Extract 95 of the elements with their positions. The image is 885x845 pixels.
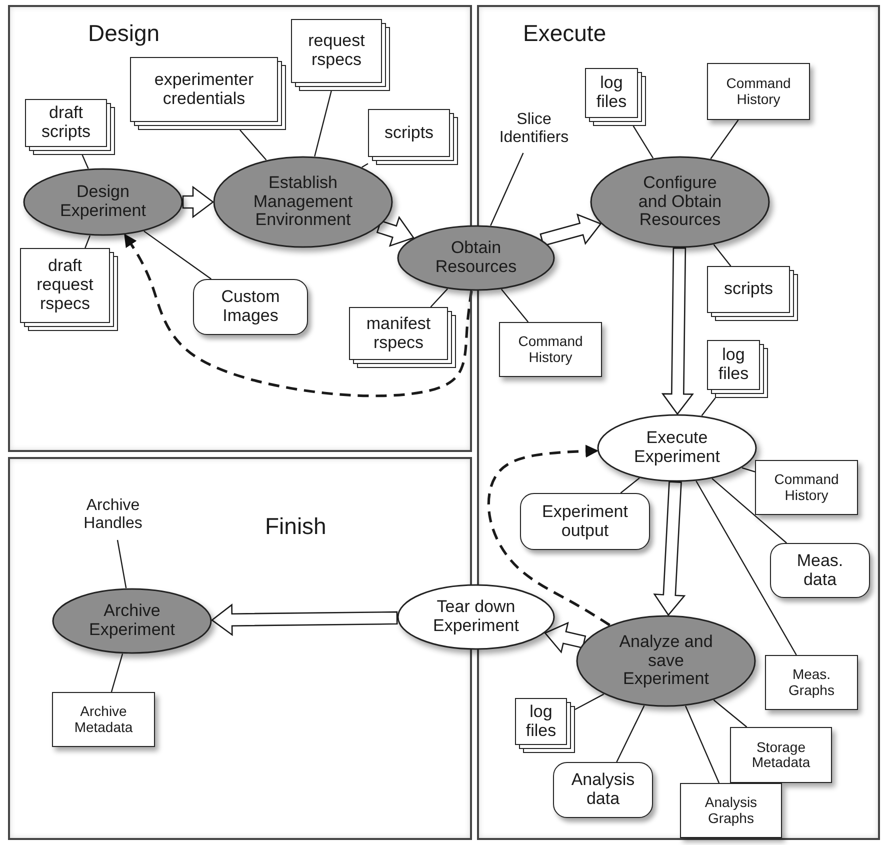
process-ellipse: [597, 414, 757, 482]
annotation-label: Archive Handles: [70, 490, 156, 540]
process-arrow: [540, 214, 602, 246]
document-stack: [349, 307, 456, 368]
rounded-box: [520, 493, 650, 550]
node-label: Storage Metadata: [750, 740, 812, 770]
node-label: draft scripts: [40, 104, 92, 142]
document-stack: [707, 340, 768, 398]
document-stack: [25, 99, 115, 155]
process-ellipse: [23, 168, 183, 236]
connector-line: [84, 235, 91, 248]
rounded-box: [553, 762, 653, 818]
node-label: Meas. data: [796, 552, 844, 590]
connector-line: [696, 480, 797, 656]
node-label: experimenter credentials: [153, 70, 255, 108]
process-arrow: [661, 247, 694, 416]
data-box: [499, 322, 602, 377]
data-box: [730, 727, 832, 783]
document-stack: [20, 248, 118, 331]
process-ellipse: [576, 615, 756, 707]
node-label: Execute Experiment: [633, 429, 721, 467]
node-label: Analyze and save Experiment: [618, 632, 714, 690]
node-label: log files: [524, 702, 558, 740]
node-label: Analysis Graphs: [704, 795, 758, 826]
data-box: [680, 783, 782, 838]
process-ellipse: [397, 584, 555, 650]
connector-line: [144, 230, 212, 280]
node-label: Custom Images: [220, 288, 281, 326]
connector-line: [632, 126, 654, 158]
connector-line: [500, 288, 529, 322]
connector-line: [110, 654, 124, 692]
connector-line: [620, 478, 640, 494]
document-stack: [707, 266, 798, 321]
document-stack: [585, 68, 646, 126]
data-box: [707, 63, 810, 120]
panel-title: Execute: [523, 22, 606, 45]
node-label: scripts: [724, 280, 774, 299]
document-stack: [368, 109, 458, 165]
node-label: Obtain Resources: [434, 239, 518, 277]
data-box: [765, 655, 858, 710]
connector-line: [712, 478, 787, 544]
connector-line: [742, 467, 756, 472]
connector-line: [616, 705, 645, 762]
node-label: Archive Experiment: [88, 602, 176, 640]
connector-line: [430, 288, 448, 308]
connector-line: [684, 706, 720, 784]
connector-line: [116, 540, 127, 588]
node-label: Command History: [725, 76, 792, 107]
connector-line: [710, 120, 739, 160]
connector-line: [713, 244, 732, 266]
panel-title: Design: [88, 22, 160, 45]
node-label: Command History: [517, 334, 584, 365]
data-box: [52, 692, 155, 747]
document-stack: [130, 57, 286, 130]
node-label: Archive Metadata: [73, 704, 134, 735]
node-label: Design Experiment: [59, 183, 147, 221]
node-label: Configure and Obtain Resources: [637, 174, 723, 230]
node-label: Tear down Experiment: [432, 598, 520, 636]
node-label: log files: [717, 346, 750, 384]
node-label: scripts: [384, 124, 434, 142]
dashed-arrow: [124, 234, 473, 398]
node-label: draft request rspecs: [36, 257, 94, 314]
node-label: request rspecs: [307, 32, 366, 70]
process-ellipse: [52, 588, 212, 654]
node-label: Analysis data: [570, 771, 636, 809]
node-label: Establish Management Environment: [252, 174, 354, 230]
connector-line: [574, 694, 604, 710]
annotation-label: Slice Identifiers: [486, 105, 582, 153]
document-stack: [291, 19, 390, 91]
process-arrow: [544, 622, 586, 654]
node-label: Meas. Graphs: [788, 667, 836, 698]
connector-line: [314, 90, 332, 157]
node-label: Experiment output: [541, 502, 629, 540]
dashed-arrow: [487, 444, 610, 626]
process-ellipse: [590, 156, 770, 248]
node-label: log files: [595, 74, 628, 112]
process-arrow: [653, 481, 686, 616]
node-label: manifest rspecs: [365, 314, 432, 352]
connector-line: [82, 154, 89, 169]
node-label: Command History: [773, 472, 840, 503]
process-arrow: [182, 186, 214, 218]
process-arrow: [376, 216, 415, 247]
connector-line: [490, 152, 524, 226]
connector-line: [240, 130, 267, 160]
process-arrow: [210, 604, 398, 636]
connector-line: [362, 163, 368, 168]
process-ellipse: [397, 225, 555, 291]
panel-title: Finish: [265, 515, 326, 538]
rounded-box: [770, 543, 870, 598]
connector-line: [701, 398, 716, 416]
data-box: [755, 460, 858, 515]
rounded-box: [193, 279, 308, 335]
document-stack: [515, 698, 575, 753]
connector-line: [713, 700, 748, 728]
process-ellipse: [213, 156, 393, 248]
